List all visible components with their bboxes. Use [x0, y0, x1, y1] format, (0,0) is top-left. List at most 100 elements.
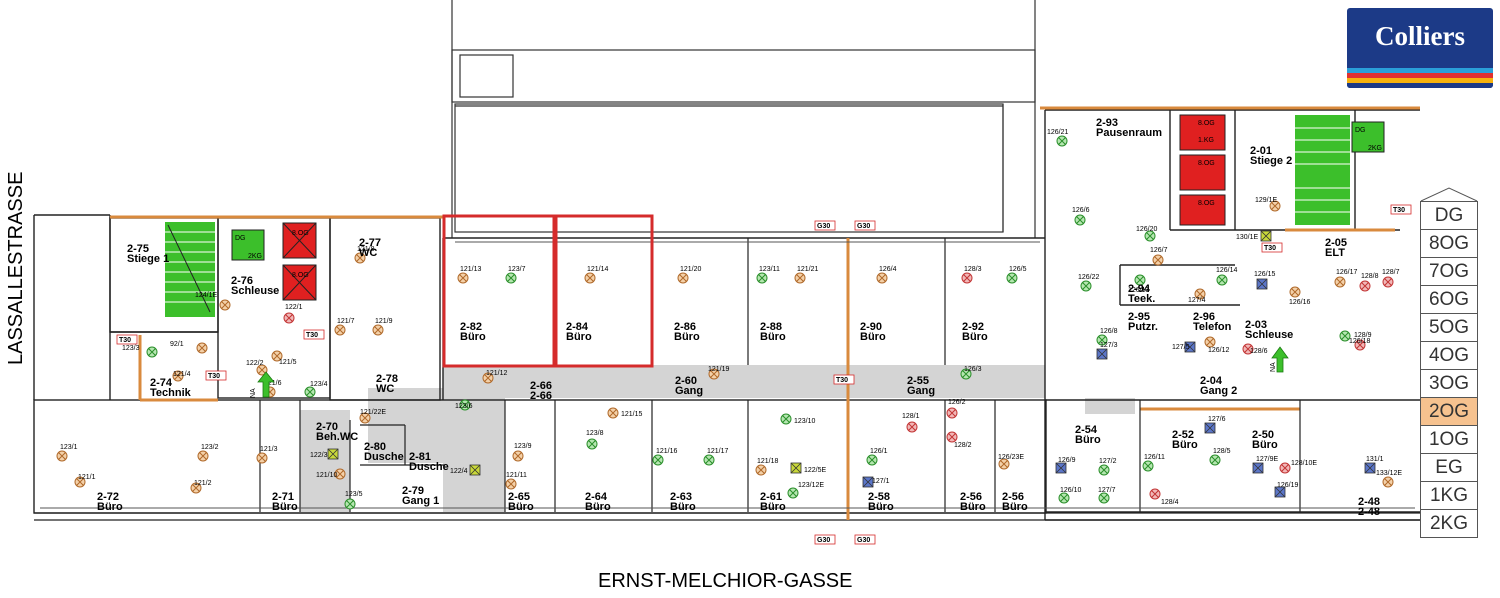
light-cross-icon [1000, 460, 1008, 468]
lift-sign-1: DG 2KG [231, 229, 265, 261]
marker: 128/4 [1149, 488, 1179, 506]
floor-1og[interactable]: 1OG [1420, 426, 1478, 454]
marker: 126/2 [946, 399, 966, 419]
room-name: Büro [670, 501, 696, 513]
room-number: 2-86 [674, 321, 696, 333]
floor-dg[interactable]: DG [1420, 201, 1478, 230]
marker: 126/6 [1072, 207, 1090, 226]
marker-label: 126/8 [1100, 328, 1118, 335]
floor-5og[interactable]: 5OG [1420, 314, 1478, 342]
light-cross-icon [948, 409, 956, 417]
floor-eg[interactable]: EG [1420, 454, 1478, 482]
room-name: Büro [760, 331, 786, 343]
marker-label: 128/1 [902, 413, 920, 420]
light-cross-icon [868, 456, 876, 464]
room-number: 2-61 [760, 491, 782, 503]
marker-label: 127/2 [1099, 458, 1117, 465]
light-cross-icon [1281, 464, 1289, 472]
sensor-cross-icon [790, 462, 802, 474]
marker: 129/1E [1255, 197, 1281, 212]
marker-label: 126/20 [1136, 226, 1158, 233]
fire-rating-label: T30 [119, 337, 131, 344]
floor-7og[interactable]: 7OG [1420, 258, 1478, 286]
marker-label: 128/3 [964, 266, 982, 273]
marker: 121/19 [708, 366, 730, 380]
light-cross-icon [782, 415, 790, 423]
og-box-label: 8.OG [292, 230, 309, 237]
fire-rating-label: G30 [817, 537, 830, 544]
room-name: Gang [675, 385, 703, 397]
floor-1kg[interactable]: 1KG [1420, 482, 1478, 510]
room-number: 2-54 [1075, 424, 1098, 436]
marker: 128/1 [902, 413, 920, 433]
room-number: 2-75 [127, 243, 149, 255]
marker: 127/6 [1204, 416, 1226, 434]
marker-label: 126/2 [948, 399, 966, 406]
marker-label: 128/10E [1291, 460, 1317, 467]
light-cross-icon [1136, 276, 1144, 284]
marker-label: 121/4 [173, 371, 191, 378]
light-cross-icon [679, 274, 687, 282]
sensor-cross-icon [1184, 341, 1196, 353]
room-number: 2-93 [1096, 117, 1118, 129]
light-cross-icon [1271, 202, 1279, 210]
marker-label: 128/2 [954, 442, 972, 449]
room-number: 2-94 [1128, 283, 1151, 295]
room-name: Büro [860, 331, 886, 343]
marker: 121/3 [256, 446, 278, 464]
marker-label: 123/6 [455, 403, 473, 410]
room-name: Büro [97, 501, 123, 513]
marker: 126/5 [1006, 266, 1027, 284]
floor-8og[interactable]: 8OG [1420, 230, 1478, 258]
floor-4og[interactable]: 4OG [1420, 342, 1478, 370]
room-name: WC [376, 383, 394, 395]
sensor-cross-icon [1096, 348, 1108, 360]
marker: 126/22 [1078, 274, 1100, 292]
floor-2kg[interactable]: 2KG [1420, 510, 1478, 538]
marker-label: 124/1E [195, 292, 218, 299]
marker-label: 128/7 [1382, 269, 1400, 276]
room-name: Büro [962, 331, 988, 343]
light-cross-icon [356, 254, 364, 262]
room-name: Büro [1252, 439, 1278, 451]
floor-6og[interactable]: 6OG [1420, 286, 1478, 314]
light-cross-icon [361, 414, 369, 422]
marker: 123/5 [344, 491, 363, 510]
light-cross-icon [1076, 216, 1084, 224]
room-name: Büro [1172, 439, 1198, 451]
sensor-cross-icon [1252, 462, 1264, 474]
light-cross-icon [1151, 490, 1159, 498]
room-number: 2-64 [585, 491, 608, 503]
light-cross-icon [1336, 278, 1344, 286]
fire-rating-label: G30 [857, 223, 870, 230]
sensor-cross-icon [1055, 462, 1067, 474]
marker-label: 126/1 [870, 448, 888, 455]
marker-label: 128/4 [1161, 499, 1179, 506]
marker-label: 126/3 [964, 366, 982, 373]
fire-rating-tag: T30 [205, 370, 227, 381]
marker: 122/3 [310, 448, 339, 460]
corridors [300, 365, 1135, 512]
room-number: 2-55 [907, 375, 929, 387]
floor-3og[interactable]: 3OG [1420, 370, 1478, 398]
marker-label: 126/21 [1047, 129, 1069, 136]
room-name: Büro [674, 331, 700, 343]
room-2-66: 2-662-66 [530, 380, 552, 402]
dg-box-sublabel: 2KG [248, 253, 262, 260]
marker: 123/10 [780, 413, 816, 425]
floor-2og[interactable]: 2OG [1420, 398, 1478, 426]
marker-label: 123/5 [345, 491, 363, 498]
marker-label: 123/4 [310, 381, 328, 388]
